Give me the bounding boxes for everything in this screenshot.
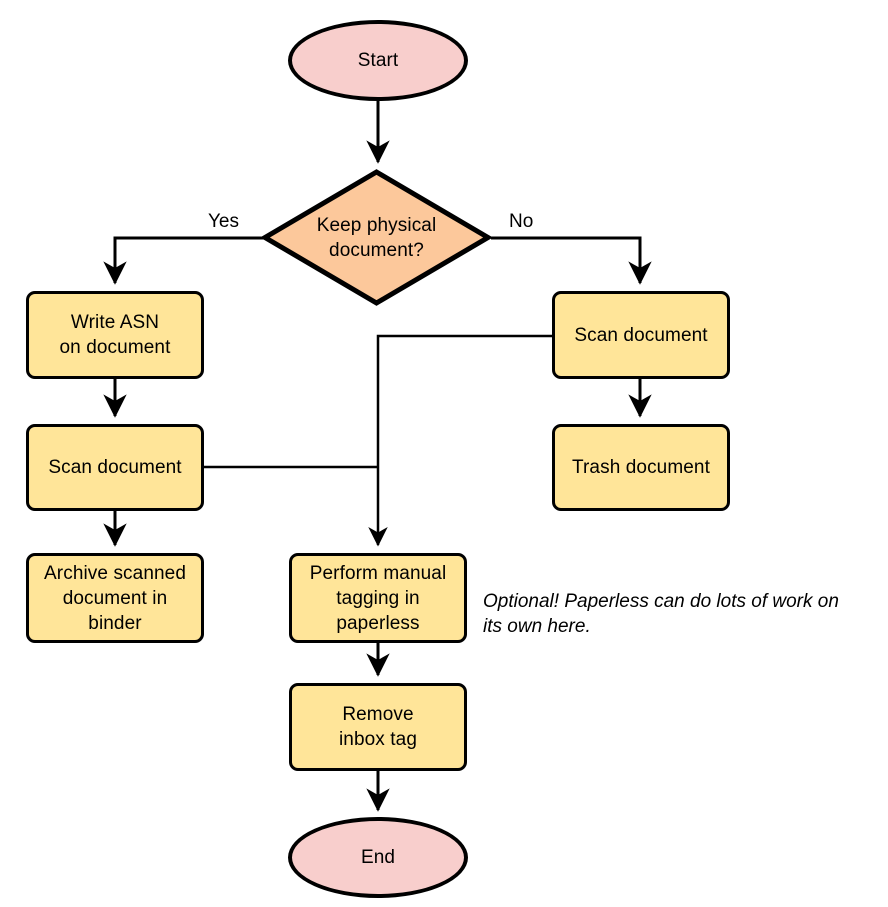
- archive-line-3: binder: [88, 612, 142, 634]
- decision-line-2: document?: [329, 239, 424, 261]
- annotation-line-2: its own here.: [483, 616, 591, 637]
- node-write-asn[interactable]: Write ASN on document: [26, 291, 204, 379]
- edge-decision-no-to-scan-right: [491, 236, 652, 285]
- edge-label-no: No: [509, 211, 534, 232]
- edge-decision-yes-to-write-asn: [103, 226, 296, 285]
- diamond-shape: [262, 169, 491, 306]
- node-trash-document-label: Trash document: [572, 457, 710, 478]
- node-write-asn-label: Write ASN on document: [60, 310, 171, 360]
- node-start[interactable]: Start: [288, 20, 468, 101]
- annotation-optional-note: Optional! Paperless can do lots of work …: [483, 589, 883, 639]
- node-scan-document-left-label: Scan document: [48, 457, 182, 478]
- manual-tagging-line-1: Perform manual: [309, 562, 447, 584]
- manual-tagging-line-2: tagging in: [336, 587, 420, 609]
- remove-inbox-line-2: inbox tag: [338, 729, 417, 750]
- node-remove-inbox-tag[interactable]: Remove inbox tag: [289, 683, 467, 771]
- node-trash-document[interactable]: Trash document: [552, 424, 730, 511]
- node-archive-in-binder[interactable]: Archive scanned document in binder: [26, 553, 204, 643]
- node-keep-physical-document[interactable]: Keep physical document?: [262, 169, 491, 306]
- node-end[interactable]: End: [288, 817, 468, 898]
- node-manual-tagging[interactable]: Perform manual tagging in paperless: [289, 553, 467, 643]
- remove-inbox-line-1: Remove: [342, 704, 414, 725]
- edge-label-yes: Yes: [208, 211, 239, 232]
- node-start-label: Start: [357, 50, 399, 71]
- node-scan-document-right-label: Scan document: [574, 324, 708, 346]
- decision-line-1: Keep physical: [316, 214, 437, 236]
- node-scan-document-right[interactable]: Scan document: [552, 291, 730, 379]
- archive-line-2: document in: [62, 587, 168, 609]
- manual-tagging-line-3: paperless: [336, 612, 420, 634]
- node-manual-tagging-label: Perform manual tagging in paperless: [310, 561, 447, 636]
- node-keep-physical-document-label: Keep physical document?: [307, 213, 447, 263]
- write-asn-line-1: Write ASN: [70, 312, 160, 333]
- node-archive-in-binder-label: Archive scanned document in binder: [44, 561, 186, 636]
- node-remove-inbox-tag-label: Remove inbox tag: [339, 702, 417, 752]
- node-scan-document-left[interactable]: Scan document: [26, 424, 204, 511]
- edge-scan-right-to-manual-tagging: [368, 334, 552, 547]
- annotation-line-1: Optional! Paperless can do lots of work …: [483, 591, 839, 612]
- node-end-label: End: [360, 847, 396, 868]
- write-asn-line-2: on document: [59, 337, 171, 358]
- archive-line-1: Archive scanned: [44, 562, 186, 584]
